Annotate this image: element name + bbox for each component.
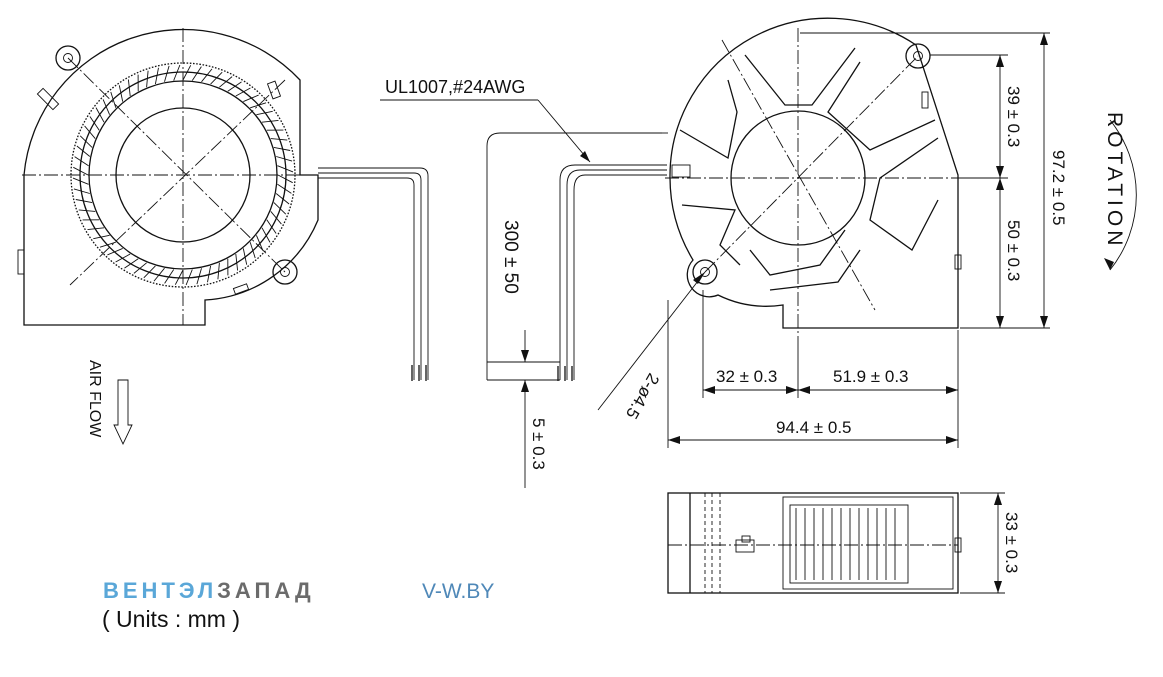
- impeller-blade: [89, 116, 100, 131]
- impeller-blade: [219, 76, 233, 88]
- impeller-blade: [196, 268, 202, 285]
- impeller-blade: [275, 193, 290, 205]
- impeller-blade: [93, 234, 110, 240]
- dim-33-label: 33 ± 0.3: [1002, 512, 1021, 573]
- impeller-blade: [217, 262, 220, 280]
- impeller-blade: [249, 242, 256, 259]
- impeller-blade: [243, 94, 259, 103]
- impeller-blade: [75, 199, 93, 204]
- dim-39-label: 39 ± 0.3: [1004, 86, 1023, 147]
- impeller-blade: [242, 248, 248, 265]
- impeller-blade: [277, 165, 294, 173]
- impeller-blade: [84, 125, 96, 139]
- impeller-blade: [118, 85, 124, 102]
- impeller-blade: [207, 265, 212, 283]
- impeller-blade: [277, 174, 293, 184]
- impeller-blade: [153, 267, 165, 282]
- brand-site: V-W.BY: [422, 580, 495, 603]
- impeller-blade: [78, 209, 96, 212]
- brand-logo: ВЕНТЭЛЗАПАД: [103, 578, 315, 604]
- impeller-blade: [270, 211, 282, 225]
- impeller-blade: [146, 70, 149, 88]
- impeller-blade: [133, 262, 147, 274]
- fan-front-view: [17, 28, 429, 381]
- impeller-blades: [72, 64, 294, 286]
- impeller-blade: [95, 107, 105, 123]
- dim-97-label: 97.2 ± 0.5: [1049, 150, 1068, 226]
- vertical-dimensions: [800, 32, 1050, 329]
- impeller-blade: [266, 219, 277, 234]
- horizontal-dimensions: [667, 290, 959, 448]
- impeller-blade: [273, 202, 287, 215]
- dim-94-label: 94.4 ± 0.5: [776, 418, 852, 437]
- fan-back-view: [597, 17, 965, 411]
- rotation-label: ROTATION: [1103, 112, 1126, 249]
- fan-side-view: [667, 492, 1005, 594]
- dim-51-label: 51.9 ± 0.3: [833, 367, 909, 386]
- impeller-blade: [235, 253, 239, 271]
- holes-label: 2-ø4.5: [622, 370, 663, 422]
- air-flow-label: AIR FLOW: [86, 360, 103, 438]
- impeller-blade: [127, 79, 131, 97]
- impeller-blade: [210, 71, 223, 85]
- impeller-blade: [276, 156, 293, 162]
- impeller-blade: [250, 102, 267, 109]
- impeller-blade: [256, 110, 273, 116]
- impeller-blade: [124, 258, 139, 269]
- lead-length-label: 300 ± 50: [500, 220, 521, 294]
- lead-wire-detail: [380, 99, 667, 488]
- impeller-blade: [261, 119, 279, 123]
- side-fins: [795, 508, 896, 580]
- impeller-blade: [73, 188, 90, 194]
- impeller-blade: [174, 269, 184, 285]
- brand-part-1: ВЕНТЭЛ: [103, 578, 218, 603]
- impeller-blade: [261, 227, 271, 243]
- brand-part-2: ЗАПАД: [217, 578, 315, 603]
- impeller-blade: [201, 68, 213, 83]
- impeller-blade: [110, 91, 117, 108]
- impeller-blade: [74, 156, 89, 167]
- impeller-blade: [154, 67, 159, 85]
- impeller-blade: [185, 269, 193, 286]
- impeller-blade: [87, 227, 105, 231]
- dim-50-label: 50 ± 0.3: [1004, 220, 1023, 281]
- impeller-blade: [273, 146, 291, 151]
- impeller-blade: [173, 64, 181, 81]
- rotation-arrow: [1104, 119, 1137, 271]
- impeller-blade: [191, 66, 202, 81]
- offset-5-label: 5 ± 0.3: [529, 418, 548, 470]
- wire-spec-label: UL1007,#24AWG: [385, 77, 525, 97]
- impeller-blade: [270, 138, 288, 141]
- impeller-blade: [76, 145, 91, 157]
- impeller-blade: [164, 269, 175, 284]
- air-flow-arrow: [113, 379, 133, 446]
- dim-32-label: 32 ± 0.3: [716, 367, 777, 386]
- impeller-blade: [227, 81, 242, 92]
- impeller-blade: [255, 235, 264, 251]
- impeller-blade: [182, 65, 192, 81]
- impeller-blade: [115, 253, 131, 263]
- impeller-blade: [99, 241, 116, 248]
- impeller-blade: [79, 135, 93, 148]
- impeller-blade: [164, 65, 170, 82]
- impeller-blade: [277, 183, 292, 194]
- units-label: ( Units : mm ): [102, 606, 240, 632]
- impeller-blade: [72, 177, 89, 185]
- impeller-blade: [107, 247, 123, 256]
- impeller-blade: [143, 265, 156, 279]
- impeller-blade: [73, 166, 89, 176]
- impeller-blade: [102, 99, 111, 115]
- impeller-blade: [235, 87, 251, 97]
